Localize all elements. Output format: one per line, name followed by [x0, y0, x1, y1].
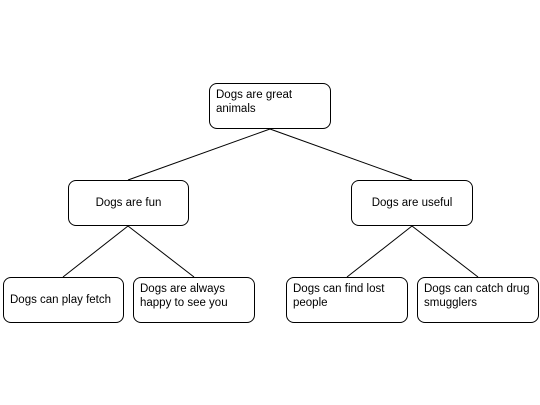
node-dogs-are-useful: Dogs are useful — [351, 180, 473, 226]
node-dogs-can-find-lost-people: Dogs can find lost people — [286, 277, 408, 323]
node-dogs-are-great-animals: Dogs are great animals — [209, 83, 331, 129]
node-label: Dogs are fun — [95, 197, 162, 209]
edge-useful-lost — [346, 225, 413, 278]
edge-useful-drug — [411, 225, 479, 278]
node-label: Dogs can find lost people — [293, 283, 385, 309]
node-label: Dogs are great animals — [216, 89, 293, 115]
node-dogs-are-always-happy: Dogs are always happy to see you — [133, 277, 255, 323]
node-dogs-are-fun: Dogs are fun — [68, 180, 189, 226]
node-label: Dogs can catch drug smugglers — [424, 283, 530, 309]
node-label: Dogs can play fetch — [10, 294, 112, 306]
node-label: Dogs are always happy to see you — [140, 283, 228, 309]
edge-fun-happy — [127, 225, 195, 278]
node-dogs-can-catch-drug-smugglers: Dogs can catch drug smugglers — [417, 277, 539, 323]
edge-fun-fetch — [62, 225, 129, 278]
edge-root-fun — [127, 128, 271, 181]
node-dogs-can-play-fetch: Dogs can play fetch — [3, 277, 124, 323]
edge-root-useful — [269, 128, 413, 181]
node-label: Dogs are useful — [371, 197, 453, 209]
